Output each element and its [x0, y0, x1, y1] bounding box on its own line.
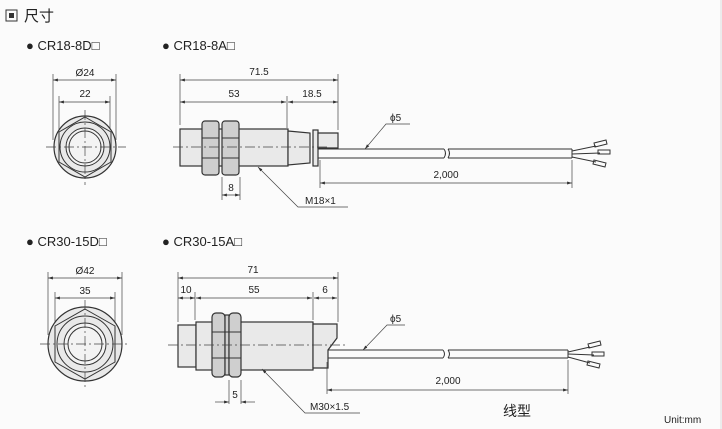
- section-square-icon: [5, 9, 18, 22]
- cable-diameter: ϕ5: [390, 113, 402, 124]
- cable-type-label: 线型: [503, 403, 531, 419]
- dim-outer-diameter: Ø24: [76, 68, 95, 79]
- dim-outer-diameter: Ø42: [76, 266, 95, 277]
- cable-length: 2,000: [433, 170, 458, 181]
- dim-body-length: 53: [228, 89, 240, 100]
- dim-hex: 35: [79, 286, 91, 297]
- dim-nut-width: 8: [228, 183, 234, 194]
- section-title: 尺寸: [24, 8, 54, 25]
- dim-body-length: 55: [248, 285, 260, 296]
- dim-nut-width: 5: [232, 390, 238, 401]
- model-label-cr18-8a: ● CR18-8A□: [162, 38, 235, 53]
- dim-tail-length: 6: [322, 285, 328, 296]
- dim-front-length: 10: [180, 285, 192, 296]
- model-label-cr30-15d: ● CR30-15D□: [26, 234, 107, 249]
- dim-total-length: 71: [247, 265, 259, 276]
- thread-spec: M30×1.5: [310, 402, 350, 413]
- cr30-side-view: 71 10 55 6 5 M30×1.5 ϕ5 2,000: [168, 265, 605, 414]
- dim-hex: 22: [79, 89, 91, 100]
- cr18-front-view: Ø24 22: [46, 68, 126, 185]
- model-label-cr18-8d: ● CR18-8D□: [26, 38, 100, 53]
- dim-tail-length: 18.5: [302, 89, 322, 100]
- unit-label: Unit:mm: [664, 415, 701, 426]
- thread-spec: M18×1: [305, 196, 336, 207]
- model-label-cr30-15a: ● CR30-15A□: [162, 234, 242, 249]
- cable-length: 2,000: [435, 376, 460, 387]
- cable-diameter: ϕ5: [390, 314, 402, 325]
- cr30-front-view: Ø42 35: [40, 266, 130, 390]
- dim-total-length: 71.5: [249, 67, 269, 78]
- cr18-side-view: 71.5 53 18.5 8 M18×1 ϕ5 2,000: [173, 67, 611, 208]
